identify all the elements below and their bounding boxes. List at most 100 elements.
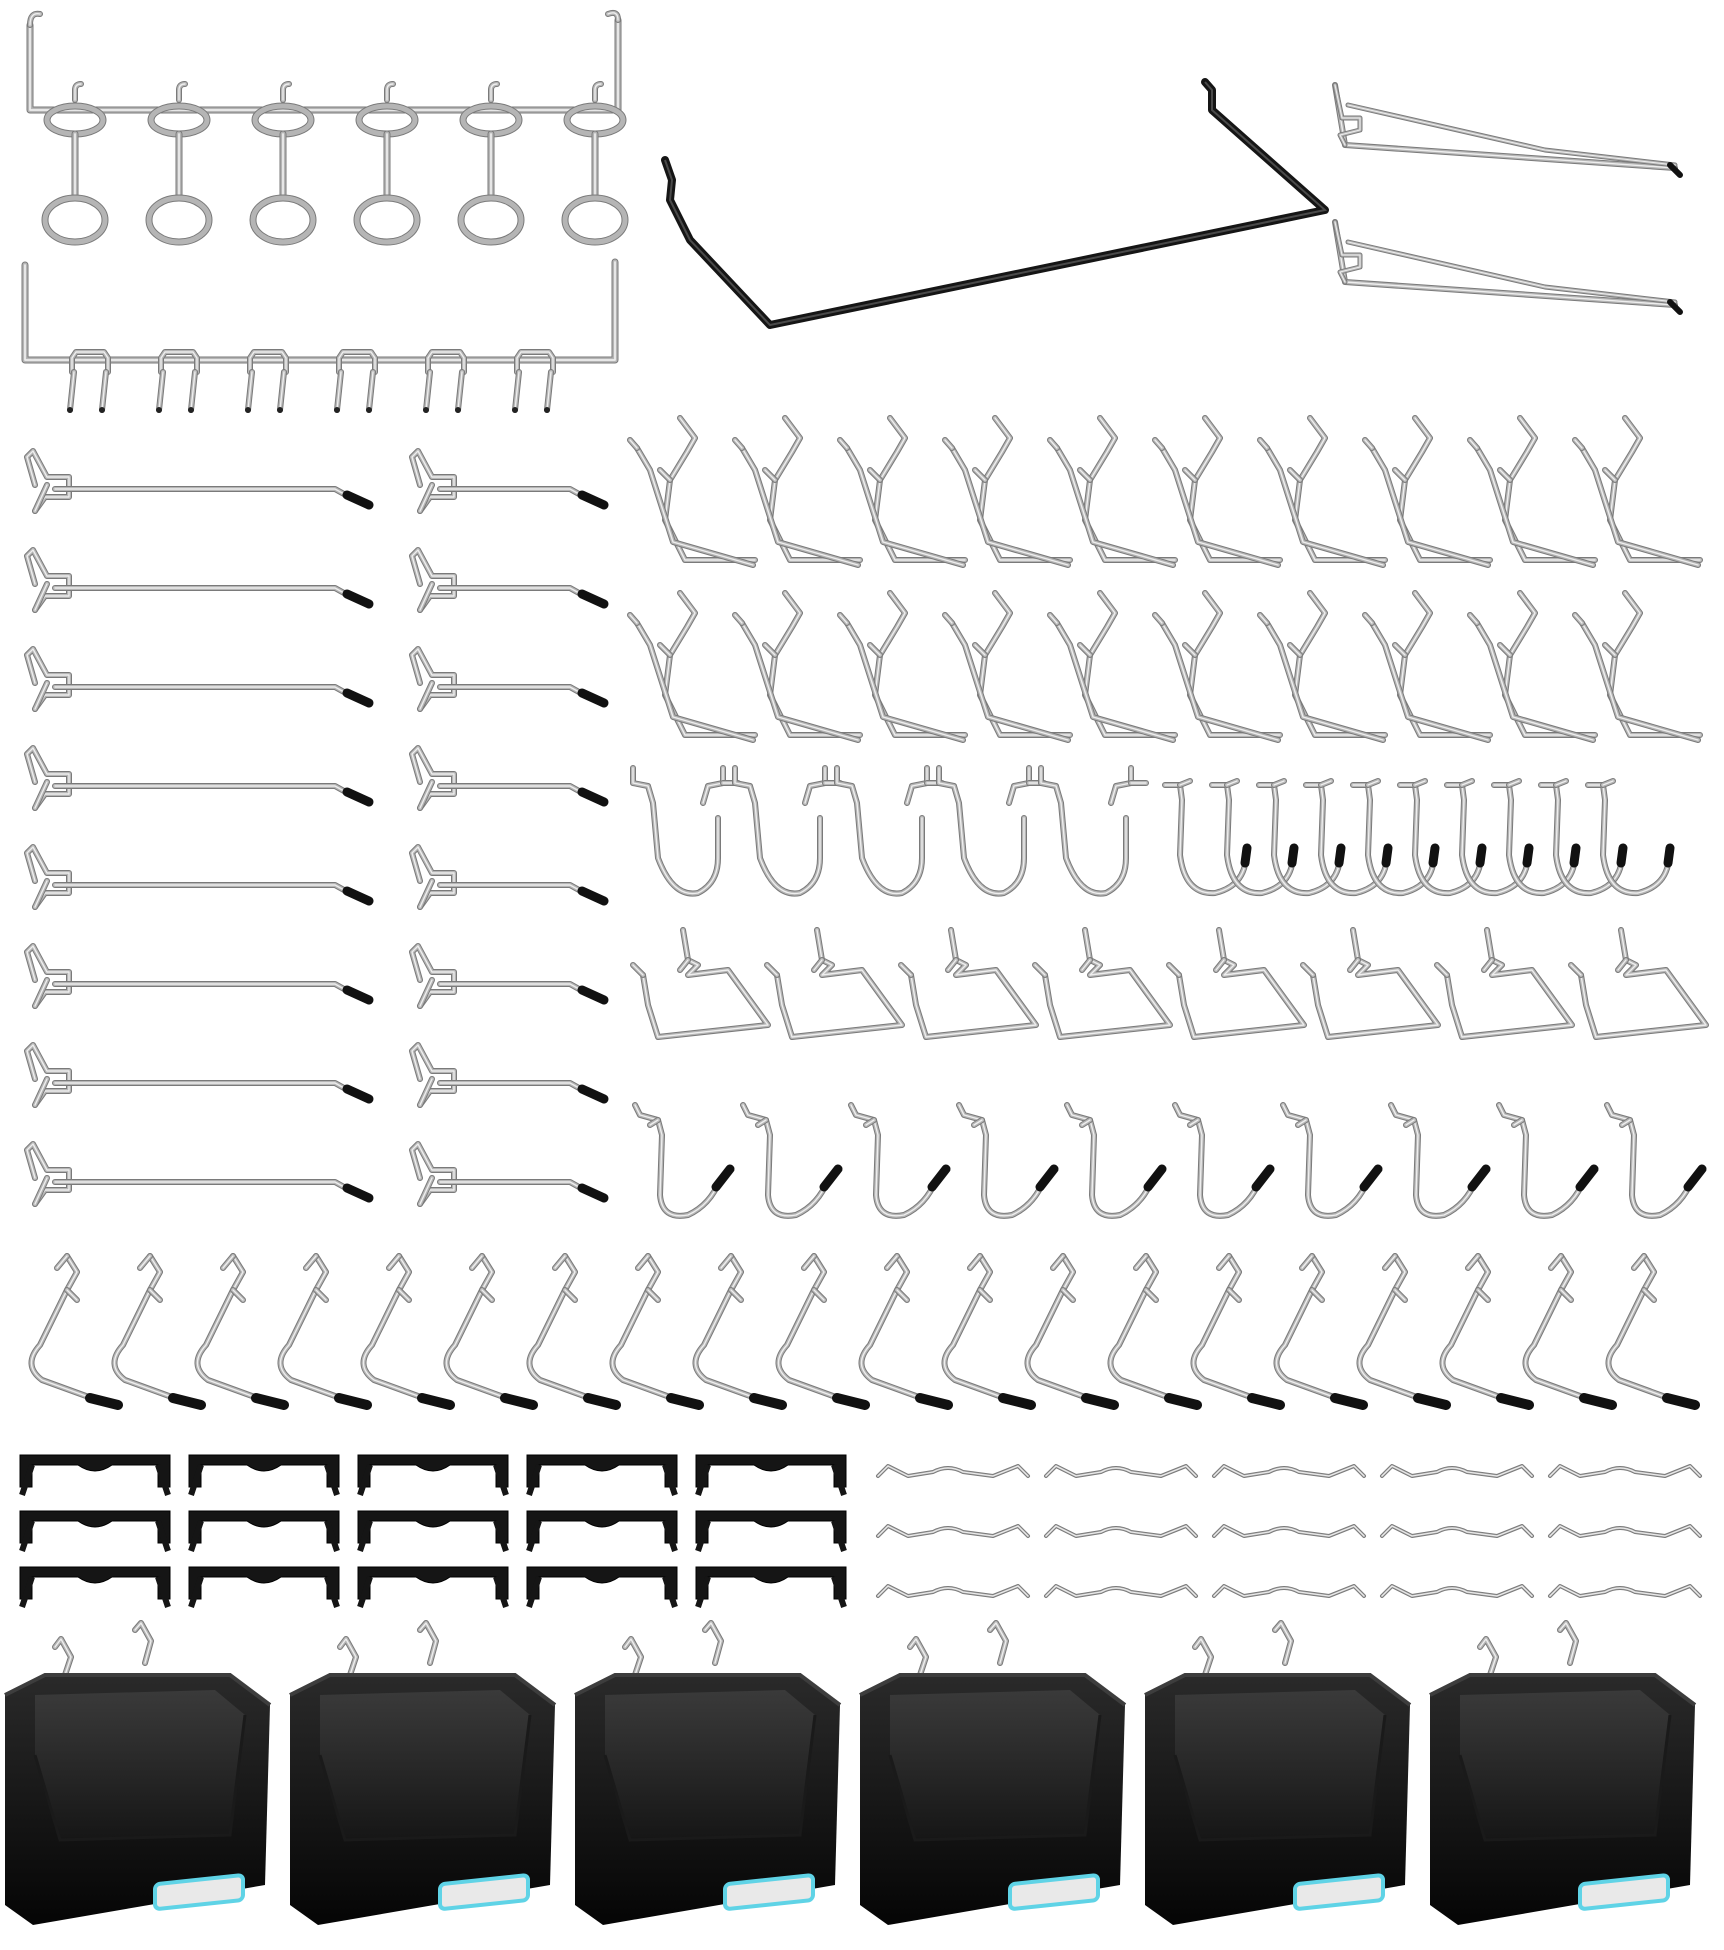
j-hook (1585, 778, 1675, 897)
loop-holder (145, 81, 213, 246)
black-plastic-lock (526, 1510, 678, 1552)
u-hook (630, 765, 741, 897)
wavy-wire-lock (1044, 1524, 1198, 1538)
storage-bin (1144, 1620, 1412, 1925)
storage-bin (859, 1620, 1127, 1925)
wavy-wire-lock (1212, 1524, 1366, 1538)
triangle-hook (1300, 927, 1441, 1040)
z-offset-hook (526, 1253, 621, 1410)
triangle-hook (1032, 927, 1173, 1040)
wavy-wire-lock (1212, 1584, 1366, 1598)
curved-capped-hook (956, 1102, 1059, 1219)
j-hook (1256, 778, 1346, 897)
z-offset-hook (111, 1253, 206, 1410)
support-arms-group (1332, 82, 1683, 315)
l-angle-hook (627, 415, 758, 568)
black-plastic-lock (357, 1454, 509, 1496)
storage-bin (574, 1620, 842, 1925)
loop-holder-rack-group (26, 9, 629, 246)
short-straight-hook (409, 1141, 609, 1207)
shelf-support-arm (1332, 219, 1683, 315)
l-angle-hook (1362, 590, 1493, 743)
storage-bin (289, 1620, 557, 1925)
black-plastic-lock (526, 1566, 678, 1608)
z-offset-hook (941, 1253, 1036, 1410)
short-straight-hook (409, 448, 609, 514)
l-angle-hook (837, 590, 968, 743)
wavy-wire-lock (876, 1464, 1030, 1478)
storage-bin (4, 1620, 272, 1925)
z-offset-hook (1439, 1253, 1534, 1410)
loop-holder (561, 81, 629, 246)
l-angle-hook (1362, 415, 1493, 568)
triangle-hook (1166, 927, 1307, 1040)
l-angle-hook (1257, 590, 1388, 743)
j-hooks-group (1162, 778, 1675, 897)
loop-holder (353, 81, 421, 246)
black-plastic-lock (526, 1454, 678, 1496)
wavy-wire-lock (1044, 1584, 1198, 1598)
prong-pair (156, 349, 200, 413)
j-hook (1209, 778, 1299, 897)
curved-capped-hook (1064, 1102, 1167, 1219)
z-offset-hook (1605, 1253, 1700, 1410)
plastic-locks-group (19, 1454, 847, 1608)
l-angle-hook (942, 415, 1073, 568)
l-angle-hook (837, 415, 968, 568)
z-offset-hook (858, 1253, 953, 1410)
j-hook (1397, 778, 1487, 897)
l-angle-hook (1152, 415, 1283, 568)
black-plastic-lock (695, 1510, 847, 1552)
triangle-hook (1434, 927, 1575, 1040)
long-straight-hook (24, 547, 374, 613)
black-plastic-lock (19, 1510, 171, 1552)
triangle-hook (630, 927, 771, 1040)
j-hook (1538, 778, 1628, 897)
z-offset-hook (360, 1253, 455, 1410)
curved-capped-hook (632, 1102, 735, 1219)
u-hook (834, 765, 945, 897)
z-offset-hook (1522, 1253, 1617, 1410)
loop-holder (41, 81, 109, 246)
j-hook (1350, 778, 1440, 897)
long-straight-hook (24, 646, 374, 712)
long-straight-hook (24, 943, 374, 1009)
long-straight-hook (24, 745, 374, 811)
wavy-wire-lock (1380, 1464, 1534, 1478)
prong-pair (512, 349, 556, 413)
j-hook (1162, 778, 1252, 897)
l-angle-hook (1152, 590, 1283, 743)
z-offset-hook (277, 1253, 372, 1410)
z-hooks-group (28, 1253, 1700, 1410)
l-angle-hook (1572, 415, 1703, 568)
wavy-wire-lock (876, 1524, 1030, 1538)
short-straight-hook (409, 745, 609, 811)
loop-holder (457, 81, 525, 246)
loop-holder (249, 81, 317, 246)
prong-pair (334, 349, 378, 413)
black-plastic-lock (188, 1454, 340, 1496)
wire-locks-group (876, 1464, 1702, 1598)
wavy-wire-lock (1380, 1524, 1534, 1538)
z-offset-hook (194, 1253, 289, 1410)
black-plastic-lock (695, 1454, 847, 1496)
j-hook (1444, 778, 1534, 897)
black-plastic-lock (357, 1510, 509, 1552)
long-straight-hook (24, 1042, 374, 1108)
short-hooks-group (409, 448, 609, 1207)
wavy-wire-lock (1548, 1584, 1702, 1598)
l-angle-hook (1572, 590, 1703, 743)
loop-holder-rack (26, 9, 629, 246)
curved-capped-hook (848, 1102, 951, 1219)
l-angle-hook (1047, 415, 1178, 568)
black-plastic-lock (695, 1566, 847, 1608)
z-offset-hook (1107, 1253, 1202, 1410)
triangle-hook (764, 927, 905, 1040)
long-straight-hook (24, 844, 374, 910)
triangle-hook (1568, 927, 1709, 1040)
z-offset-hook (1024, 1253, 1119, 1410)
long-straight-hook (24, 1141, 374, 1207)
wavy-wire-lock (1044, 1464, 1198, 1478)
storage-bin (1429, 1620, 1697, 1925)
storage-bins-group (4, 1620, 1697, 1925)
